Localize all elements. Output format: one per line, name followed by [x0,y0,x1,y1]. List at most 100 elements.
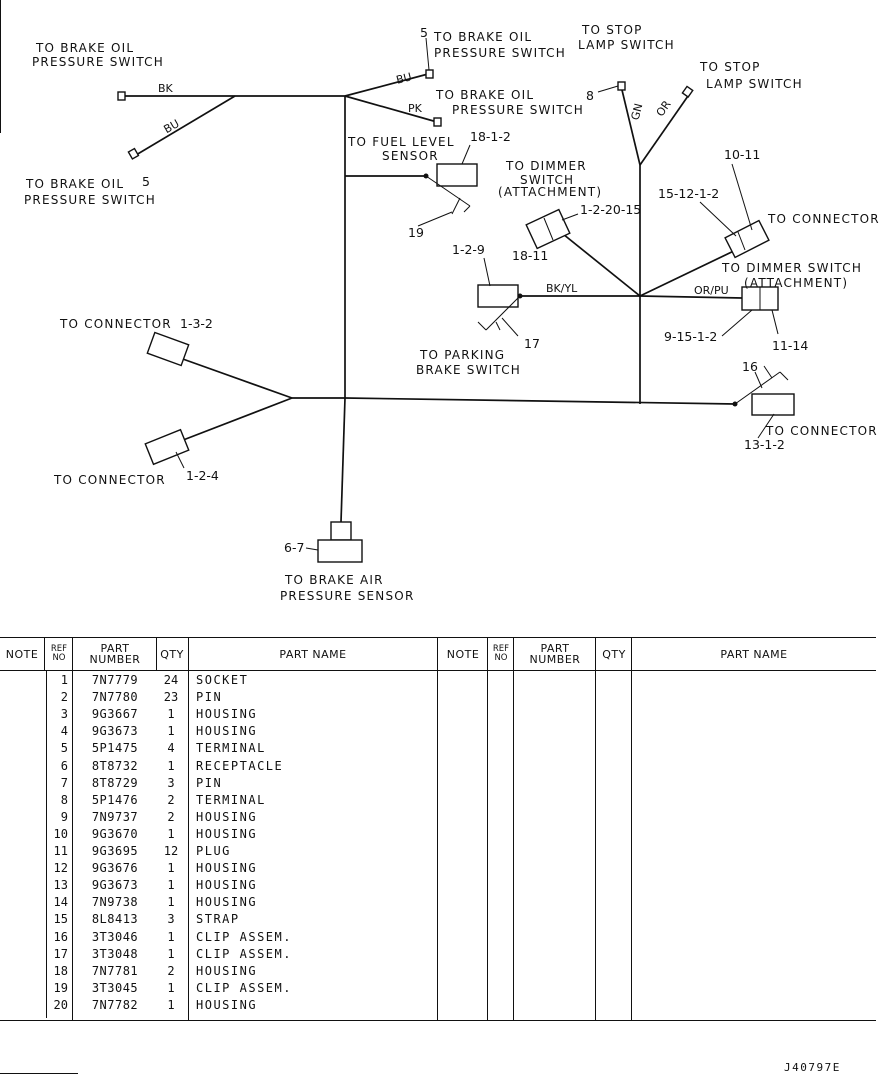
callout-1-2-4: 1-2-4 [186,468,219,483]
callout-1-2-9: 1-2-9 [452,242,485,257]
wire-label-or: OR [654,98,674,119]
callout-18-11: 18-11 [512,248,548,263]
part-name-cell: TERMINAL [196,792,266,807]
wire-label-orpu: OR/PU [694,284,729,297]
label-to-connector-right: TO CONNECTOR [767,212,880,226]
footer-rule [0,1073,78,1074]
part-number-cell: 7N7782 [91,997,139,1012]
label-parking-brake-1: TO PARKING [419,348,505,362]
ref-no-cell: 4 [60,724,68,739]
ref-no-cell: 7 [60,775,68,790]
col-rule [188,638,189,1020]
qty-cell: 3 [167,775,175,790]
terminal-bk [117,91,126,101]
connector-1-3-2 [146,331,190,367]
ref-no-cell: 14 [53,895,68,910]
table-header-rule [0,670,876,671]
brake-air-connector-body [317,539,363,563]
label-stop-lamp-right-1: TO STOP [699,60,761,74]
label-brake-oil-left-1: TO BRAKE OIL [25,177,124,191]
callout-15-12-1-2: 15-12-1-2 [658,186,719,201]
part-name-cell: SOCKET [196,673,249,687]
part-name-cell: HOUSING [196,861,258,876]
col-rule [631,638,632,1020]
wire-label-bu-left: BU [162,117,182,136]
label-to-connector-left-top: TO CONNECTOR [59,317,172,331]
part-number-cell: 9G3695 [91,844,139,858]
label-fuel-level-2: SENSOR [382,149,439,163]
ref-no-cell: 10 [53,826,68,841]
part-number-cell: 9G3676 [91,861,139,876]
callout-13-1-2: 13-1-2 [744,437,785,452]
col-rule [46,670,47,1018]
part-name-cell: TERMINAL [196,741,266,756]
brake-air-connector-top [330,521,352,541]
terminal-pk [433,117,442,127]
part-name-cell: HOUSING [196,707,258,722]
col-rule [156,638,157,670]
col-rule [44,638,45,670]
ref-no-cell: 6 [60,758,68,773]
header-note-2: NOTE [446,647,480,661]
wire-label-bkyl: BK/YL [546,282,578,295]
wire-harness [124,73,743,523]
wiring-diagram: BK BU BU PK GN OR BK/YL OR/PU TO BRAKE O… [24,23,880,603]
part-number-cell: 9G3673 [91,878,139,893]
ref-no-cell: 9 [60,809,68,824]
part-name-cell: HOUSING [196,724,258,739]
label-to-connector-bottom-right: TO CONNECTOR [765,424,878,438]
qty-cell: 1 [167,980,175,995]
ref-no-cell: 5 [60,741,68,756]
label-brake-air-1: TO BRAKE AIR [284,573,384,587]
header-part-name: PART NAME [279,647,347,661]
callout-9-15-1-2: 9-15-1-2 [664,329,717,344]
callout-16: 16 [742,359,758,374]
col-rule [72,638,73,1020]
qty-cell: 3 [167,912,175,927]
label-brake-oil-mid-2: PRESSURE SWITCH [452,103,584,117]
part-name-cell: HOUSING [196,997,258,1012]
label-dimmer-attach-1-3: (ATTACHMENT) [498,185,602,199]
part-number-cell: 7N7781 [91,963,139,978]
header-note: NOTE [5,647,39,661]
qty-cell: 1 [167,758,175,773]
callout-17: 17 [524,336,540,351]
label-brake-air-2: PRESSURE SENSOR [280,589,414,603]
label-dimmer-attach-1-2: SWITCH [520,173,574,187]
label-dimmer-attach-1-1: TO DIMMER [505,159,587,173]
label-stop-lamp-right-2: LAMP SWITCH [706,77,803,91]
part-number-cell: 7N9738 [91,895,139,910]
callout-10-11: 10-11 [724,147,760,162]
terminal-bu-top [425,69,434,79]
callout-1-2-20-15: 1-2-20-15 [580,202,641,217]
col-rule [437,638,438,1020]
label-stop-lamp-top-2: LAMP SWITCH [578,38,675,52]
ref-no-cell: 18 [53,963,68,978]
part-name-cell: STRAP [196,912,240,927]
wire-label-bk: BK [158,82,174,95]
part-name-cell: HOUSING [196,963,258,978]
qty-cell: 1 [167,724,175,739]
connector-1-2-4 [144,428,190,466]
ref-no-cell: 3 [60,707,68,722]
terminal-or [681,85,694,98]
label-brake-oil-tl-2: PRESSURE SWITCH [32,55,164,69]
label-brake-oil-top-2: PRESSURE SWITCH [434,46,566,60]
label-stop-lamp-top-1: TO STOP [581,23,643,37]
col-rule [513,638,514,1020]
part-number-cell: 7N9737 [91,809,139,824]
